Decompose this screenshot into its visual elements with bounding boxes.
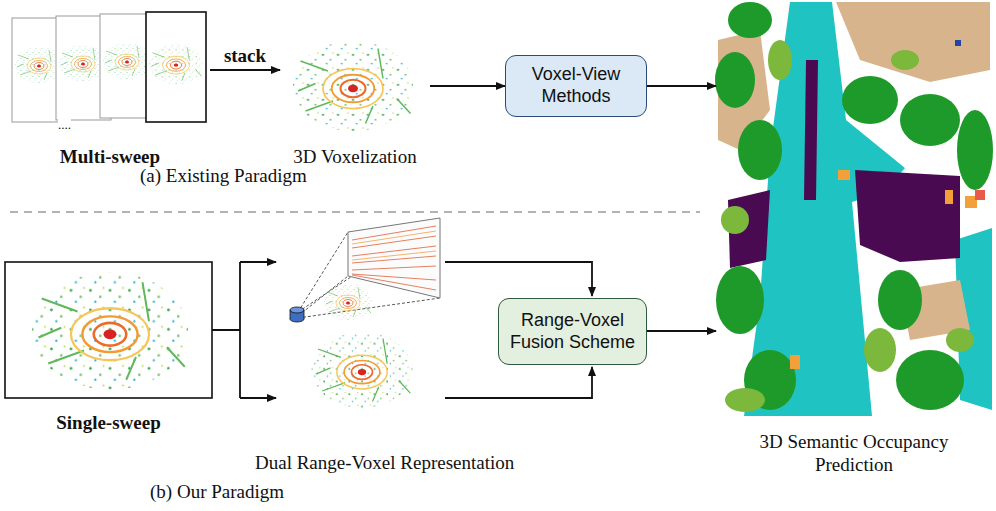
- single-sweep-node: Single-sweep: [5, 262, 212, 434]
- arrow-connector: [210, 69, 280, 71]
- sweep-frames: [12, 12, 206, 122]
- process-box: Range-Voxel Fusion Scheme: [498, 298, 647, 365]
- arrow-connector: [430, 85, 505, 87]
- node-text: Single-sweep: [56, 411, 161, 434]
- arrow-connector: [647, 330, 716, 332]
- caption-label: (a) Existing Paradigm: [140, 164, 307, 187]
- caption-label: (b) Our Paradigm: [150, 480, 284, 503]
- occupancy-node: 3D Semantic Occupancy Prediction: [716, 2, 992, 476]
- node-text: Range-Voxel Fusion Scheme: [499, 310, 646, 354]
- caption-label: Dual Range-Voxel Representation: [255, 451, 514, 474]
- voxel-cloud: [293, 41, 413, 131]
- sweep-stack: Multi-sweep: [10, 10, 210, 168]
- node-text: Multi-sweep: [60, 145, 160, 168]
- voxel-cloud-node: 3D Voxelization: [280, 30, 430, 168]
- node-text: Voxel-View Methods: [506, 64, 646, 108]
- node-text: 3D Voxelization: [293, 145, 416, 168]
- node-text: 3D Semantic Occupancy Prediction: [754, 430, 954, 476]
- sweep-frame: [5, 262, 212, 398]
- voxel-view: [312, 332, 413, 408]
- separator: [10, 211, 700, 213]
- ellipsis-text: ....: [58, 118, 71, 131]
- range-view: [290, 218, 440, 322]
- occupancy-map: [715, 2, 993, 416]
- arrow-connector: [647, 85, 716, 87]
- edge-label: stack: [224, 44, 266, 67]
- process-box: Voxel-View Methods: [505, 55, 647, 117]
